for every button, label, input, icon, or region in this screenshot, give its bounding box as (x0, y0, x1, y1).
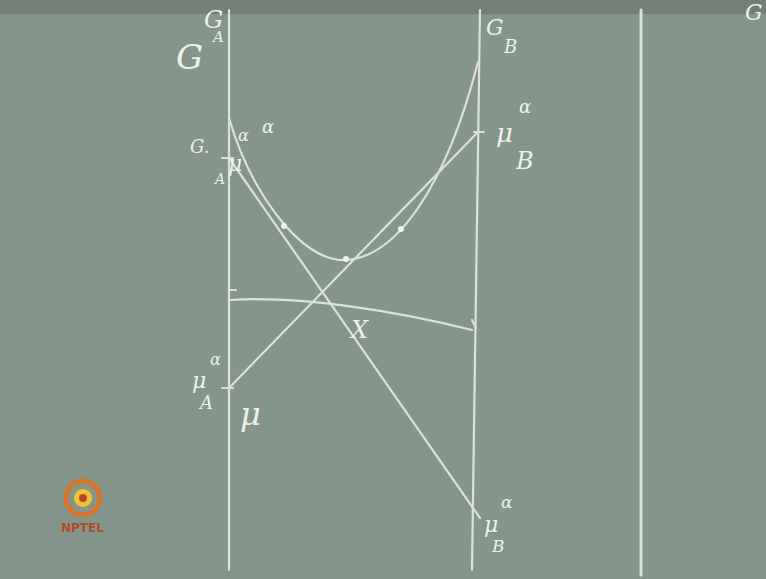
symbol-letter: μ (228, 153, 242, 175)
free-energy-curve (229, 62, 478, 260)
symbol-letter: G (486, 17, 504, 39)
symbol-letter: μ (496, 120, 513, 146)
logo-text: NPTEL (61, 522, 104, 534)
superscript: α (210, 352, 221, 368)
symbol-letter: μ (192, 370, 206, 392)
tick (474, 131, 484, 133)
subscript: B (492, 538, 505, 555)
subscript: B (516, 149, 534, 173)
minimum-point (343, 256, 349, 262)
superscript: α (519, 98, 531, 116)
symbol-letter: G (204, 8, 223, 32)
subscript: A (200, 394, 213, 412)
symbol-letter: G. (190, 138, 209, 156)
tangent-line (229, 132, 478, 388)
superscript: α (238, 128, 249, 144)
subscript: A (213, 30, 224, 45)
axis-right (472, 10, 480, 570)
tangent-line (229, 158, 480, 518)
symbol-letter: G (176, 40, 203, 74)
logo-mark (66, 481, 100, 515)
superscript: α (501, 494, 512, 511)
tangent-point (281, 223, 287, 229)
symbol-letter: μ (484, 514, 498, 536)
reference-curve (229, 299, 472, 330)
subscript: B (504, 38, 517, 56)
tangent-point (398, 226, 404, 232)
composition-label: X (351, 318, 368, 342)
symbol-letter: μ (240, 398, 261, 430)
board-divider (640, 10, 643, 575)
symbol-letter: G (745, 2, 763, 24)
tick (472, 320, 476, 328)
board-top-edge (0, 0, 766, 14)
phase-label: α (262, 118, 274, 136)
subscript: A (215, 172, 225, 186)
tick (229, 289, 236, 291)
tick (222, 387, 233, 389)
